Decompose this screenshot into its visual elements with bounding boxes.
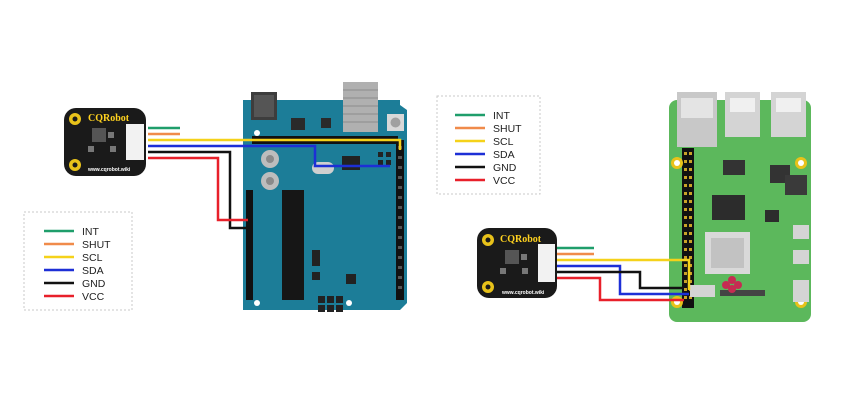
legend-left-label-vcc: VCC — [82, 291, 105, 303]
legend-left-label-scl: SCL — [82, 252, 103, 264]
legend-left-label-int: INT — [82, 226, 100, 238]
legend-right-label-shut: SHUT — [493, 123, 522, 135]
legend-left-label-shut: SHUT — [82, 239, 111, 251]
module-left-brand: CQRobot — [88, 113, 130, 124]
wires-arduino — [148, 126, 402, 230]
legend-left-label-sda: SDA — [82, 265, 104, 277]
module-left-website: www.cqrobot.wiki — [87, 167, 131, 173]
wires-pi — [555, 246, 691, 302]
legend-right-label-int: INT — [493, 110, 511, 122]
legend-right-label-gnd: GND — [493, 162, 517, 174]
raspberry-logo-icon — [722, 276, 742, 293]
module-right-website: www.cqrobot.wiki — [501, 290, 545, 296]
sensor-module-left: CQRobot www.cqrobot.wiki — [64, 108, 146, 176]
arduino-board — [243, 82, 407, 312]
raspberry-pi-board — [669, 92, 811, 322]
sensor-module-right: CQRobot www.cqrobot.wiki — [477, 228, 557, 298]
legend-right-label-scl: SCL — [493, 136, 514, 148]
legend-right-label-sda: SDA — [493, 149, 515, 161]
legend-left-label-gnd: GND — [82, 278, 106, 290]
legend-right-label-vcc: VCC — [493, 175, 516, 187]
module-right-brand: CQRobot — [500, 234, 542, 245]
